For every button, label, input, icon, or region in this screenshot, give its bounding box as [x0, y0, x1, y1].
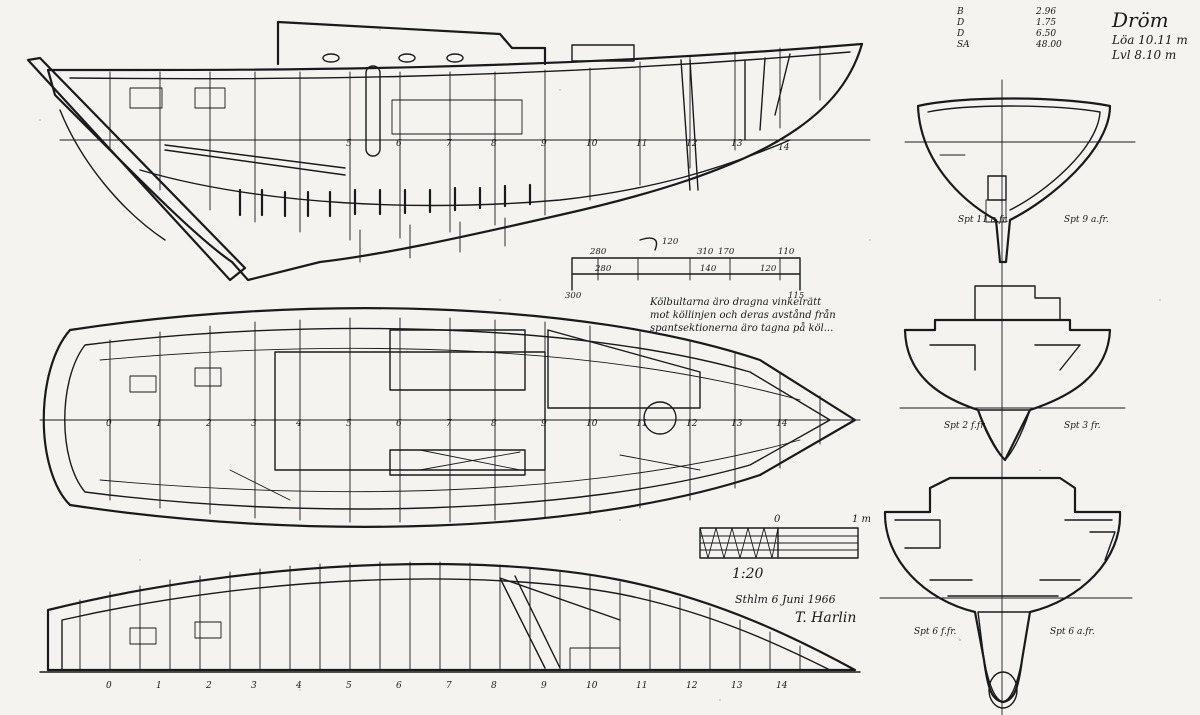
keel-detail: 120 280 280 310 170 110 120 140 300 115 … [565, 237, 836, 334]
plan-frame-num: 11 [636, 419, 647, 429]
profile-frame-num: 6 [396, 139, 402, 149]
section-label-bottom-right: Spt 6 a.fr. [1050, 627, 1095, 637]
keel-dim: 115 [788, 291, 804, 301]
section-label-mid-right: Spt 3 fr. [1064, 421, 1101, 431]
keel-dim: 170 [718, 247, 735, 257]
framing-frame-num: 13 [731, 681, 743, 691]
keel-dim: 300 [565, 291, 582, 301]
plan-frame-num: 1 [156, 419, 162, 429]
plan-frame-num: 12 [686, 419, 698, 429]
framing-frame-num: 7 [446, 681, 452, 691]
dim-value-d1: 1.75 [1036, 18, 1056, 28]
plan-frame-num: 9 [541, 419, 547, 429]
profile-frame-num: 7 [446, 139, 452, 149]
profile-frame-num: 14 [778, 143, 790, 153]
keel-note-line-3: spantsektionerna äro tagna på köl... [650, 322, 833, 334]
plan-frame-num: 13 [731, 419, 743, 429]
dim-label-d1: D [956, 18, 964, 28]
plan-frame-num: 2 [205, 419, 212, 429]
profile-frame-num: 5 [346, 139, 352, 149]
framing-frame-num: 1 [156, 681, 162, 691]
signature-block: Sthlm 6 Juni 1966 T. Harlin [735, 593, 856, 626]
scale-bar: 0 1 m 1:20 [699, 514, 871, 582]
framing-frame-num: 2 [205, 681, 212, 691]
keel-note-line-1: Kölbultarna äro dragna vinkelrätt [649, 297, 822, 308]
profile-frame-num: 11 [636, 139, 647, 149]
framing-frame-num: 12 [686, 681, 698, 691]
plan-frame-num: 8 [491, 419, 497, 429]
section-label-mid-left: Spt 2 f.fr. [944, 421, 987, 431]
framing-frame-num: 5 [346, 681, 352, 691]
framing-frame-num: 10 [586, 681, 598, 691]
keel-note-line-2: mot köllinjen och deras avstånd från [650, 309, 836, 321]
plan-frame-num: 7 [446, 419, 452, 429]
keel-dim: 280 [594, 264, 612, 274]
plan-view: 0 1 2 3 4 5 6 7 8 9 10 11 12 13 14 [39, 307, 861, 528]
body-sections: Spt 11 a.fr. Spt 9 a.fr. Spt 2 f.fr. Spt… [879, 79, 1136, 715]
dim-value-sa: 48.00 [1035, 40, 1062, 50]
framing-frame-num: 9 [541, 681, 547, 691]
dim-value-d2: 6.50 [1036, 29, 1056, 39]
boat-lwl: Lvl 8.10 m [1111, 48, 1176, 62]
dim-value-b: 2.96 [1035, 7, 1056, 17]
section-label-bottom-left: Spt 6 f.fr. [914, 627, 957, 637]
title-block: B D D SA 2.96 1.75 6.50 48.00 Dröm Löa 1… [956, 7, 1188, 62]
framing-view: 0 1 2 3 4 5 6 7 8 9 10 11 12 13 14 [39, 561, 861, 691]
dim-label-b: B [956, 7, 964, 17]
plan-frame-num: 5 [346, 419, 352, 429]
framing-frame-num: 11 [636, 681, 647, 691]
framing-frame-num: 3 [251, 681, 257, 691]
drawing-date: Sthlm 6 Juni 1966 [735, 593, 836, 606]
profile-frame-num: 13 [731, 139, 743, 149]
section-label-top-right: Spt 9 a.fr. [1064, 215, 1109, 225]
plan-frame-num: 14 [776, 419, 788, 429]
profile-frame-num: 9 [541, 139, 547, 149]
section-middle: Spt 2 f.fr. Spt 3 fr. [899, 285, 1126, 462]
framing-frame-num: 14 [776, 681, 788, 691]
plan-frame-num: 10 [586, 419, 598, 429]
framing-frame-num: 0 [106, 681, 112, 691]
plan-frame-num: 3 [251, 419, 257, 429]
dim-label-sa: SA [957, 40, 970, 50]
plan-frame-num: 6 [396, 419, 402, 429]
framing-frame-num: 8 [491, 681, 497, 691]
keel-dim: 280 [589, 247, 607, 257]
framing-frame-num: 6 [396, 681, 402, 691]
section-bottom: Spt 6 f.fr. Spt 6 a.fr. [879, 476, 1133, 709]
section-top: Spt 11 a.fr. Spt 9 a.fr. [904, 97, 1136, 264]
section-label-top-left: Spt 11 a.fr. [958, 215, 1009, 225]
boat-loa: Löa 10.11 m [1111, 33, 1188, 47]
profile-frame-num: 8 [491, 139, 497, 149]
plan-frame-num: 4 [295, 419, 302, 429]
profile-frame-num: 12 [686, 139, 698, 149]
designer-signature: T. Harlin [795, 610, 856, 626]
scale-zero: 0 [774, 514, 781, 525]
keel-dim: 310 [697, 247, 714, 257]
boat-name: Dröm [1111, 8, 1169, 32]
keel-section-mark: 120 [662, 237, 679, 247]
keel-dim: 120 [760, 264, 777, 274]
dim-label-d2: D [956, 29, 964, 39]
keel-dim: 110 [778, 247, 795, 257]
scale-one-m: 1 m [852, 514, 871, 525]
scale-ratio: 1:20 [732, 566, 764, 582]
plan-frame-num: 0 [106, 419, 112, 429]
paper-texture [39, 29, 1161, 701]
profile-frame-num: 10 [586, 139, 598, 149]
profile-view: 5 6 7 8 9 10 11 12 13 14 [26, 20, 871, 282]
keel-dim: 140 [700, 264, 717, 274]
framing-frame-num: 4 [295, 681, 302, 691]
